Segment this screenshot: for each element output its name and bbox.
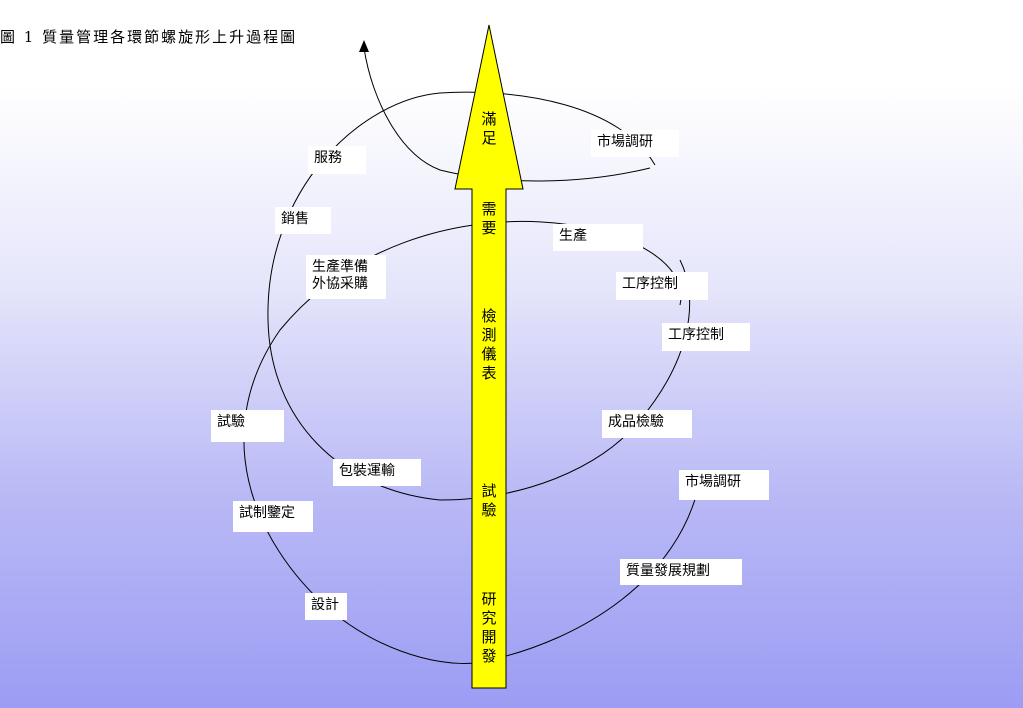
label-sales: 銷售 — [275, 207, 331, 234]
arrow-text-test: 試 驗 — [481, 482, 497, 519]
label-market-research-bottom: 市場調研 — [679, 470, 769, 500]
spiral-exit-curve — [363, 47, 651, 182]
label-market-research-top: 市場調研 — [591, 130, 679, 157]
label-packing-transport: 包裝運輸 — [333, 459, 421, 486]
label-test: 試驗 — [211, 410, 284, 442]
label-quality-planning: 質量發展規劃 — [620, 559, 742, 585]
label-production: 生產 — [553, 224, 643, 251]
label-production-prep: 生產準備 外協采購 — [306, 255, 386, 299]
label-final-inspection: 成品檢驗 — [602, 410, 692, 438]
arrow-text-instruments: 檢 測 儀 表 — [481, 307, 497, 382]
label-process-control-2: 工序控制 — [662, 323, 750, 351]
arrow-text-satisfy: 滿 足 — [481, 110, 497, 147]
arrow-text-need: 需 要 — [481, 200, 497, 237]
exit-arrowhead-icon — [359, 40, 369, 52]
diagram-title: 圖 1 質量管理各環節螺旋形上升過程圖 — [0, 28, 298, 46]
spiral-loop-lower — [243, 221, 701, 664]
label-trial-appraisal: 試制鑒定 — [233, 501, 313, 532]
label-service: 服務 — [308, 146, 366, 174]
label-process-control-1: 工序控制 — [616, 272, 708, 300]
arrow-text-rnd: 研 究 開 發 — [481, 590, 497, 665]
central-arrow — [454, 24, 524, 689]
label-design: 設計 — [305, 593, 347, 620]
